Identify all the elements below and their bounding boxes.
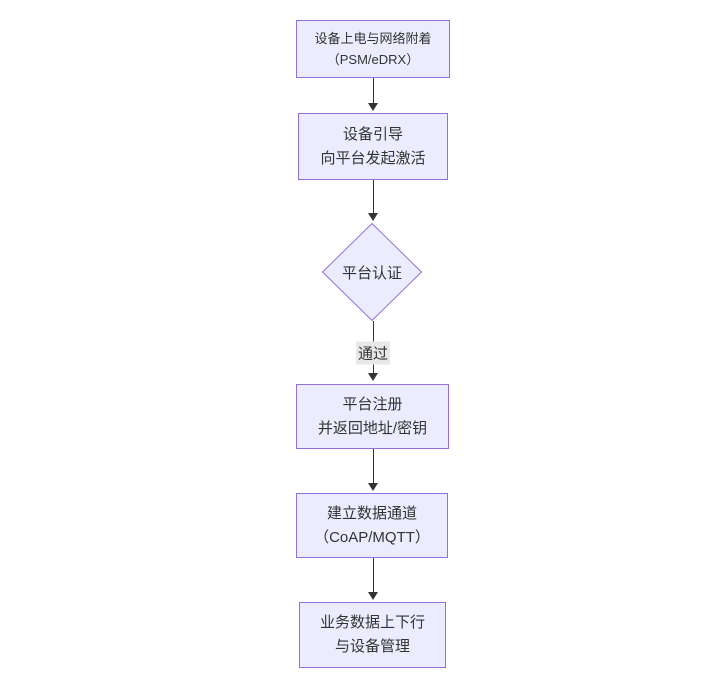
node-text: 设备上电与网络附着 xyxy=(314,31,432,46)
node-text: 并返回地址/密钥 xyxy=(317,419,428,437)
flow-node-bootstrap: 设备引导 向平台发起激活 xyxy=(298,113,448,180)
flow-node-power-attach: 设备上电与网络附着 （PSM/eDRX） xyxy=(296,20,450,78)
flow-edge-line xyxy=(373,78,374,104)
flow-node-platform-auth-decision: 平台认证 xyxy=(322,223,422,321)
node-text: （PSM/eDRX） xyxy=(326,52,420,67)
node-text: 与设备管理 xyxy=(334,638,410,655)
diamond-shape xyxy=(322,223,422,321)
node-text: 设备引导 xyxy=(342,125,403,143)
node-text: 业务数据上下行 xyxy=(319,614,425,631)
flow-node-data-channel: 建立数据通道 （CoAP/MQTT） xyxy=(296,493,448,558)
arrowhead-icon xyxy=(368,592,378,600)
node-text: 平台注册 xyxy=(342,395,403,413)
flow-node-business-data: 业务数据上下行 与设备管理 xyxy=(299,602,446,668)
arrowhead-icon xyxy=(368,103,378,111)
edge-label-pass: 通过 xyxy=(355,341,391,365)
flow-node-platform-register: 平台注册 并返回地址/密钥 xyxy=(296,384,449,449)
flow-edge-line xyxy=(373,449,374,484)
node-text: 向平台发起激活 xyxy=(320,149,426,167)
node-text: （CoAP/MQTT） xyxy=(314,528,430,546)
arrowhead-icon xyxy=(368,213,378,221)
node-text: 平台认证 xyxy=(341,264,402,282)
node-text: 建立数据通道 xyxy=(326,504,417,522)
arrowhead-icon xyxy=(368,483,378,491)
flow-edge-line xyxy=(373,558,374,593)
arrowhead-icon xyxy=(368,373,378,381)
flow-edge-line xyxy=(373,180,374,214)
